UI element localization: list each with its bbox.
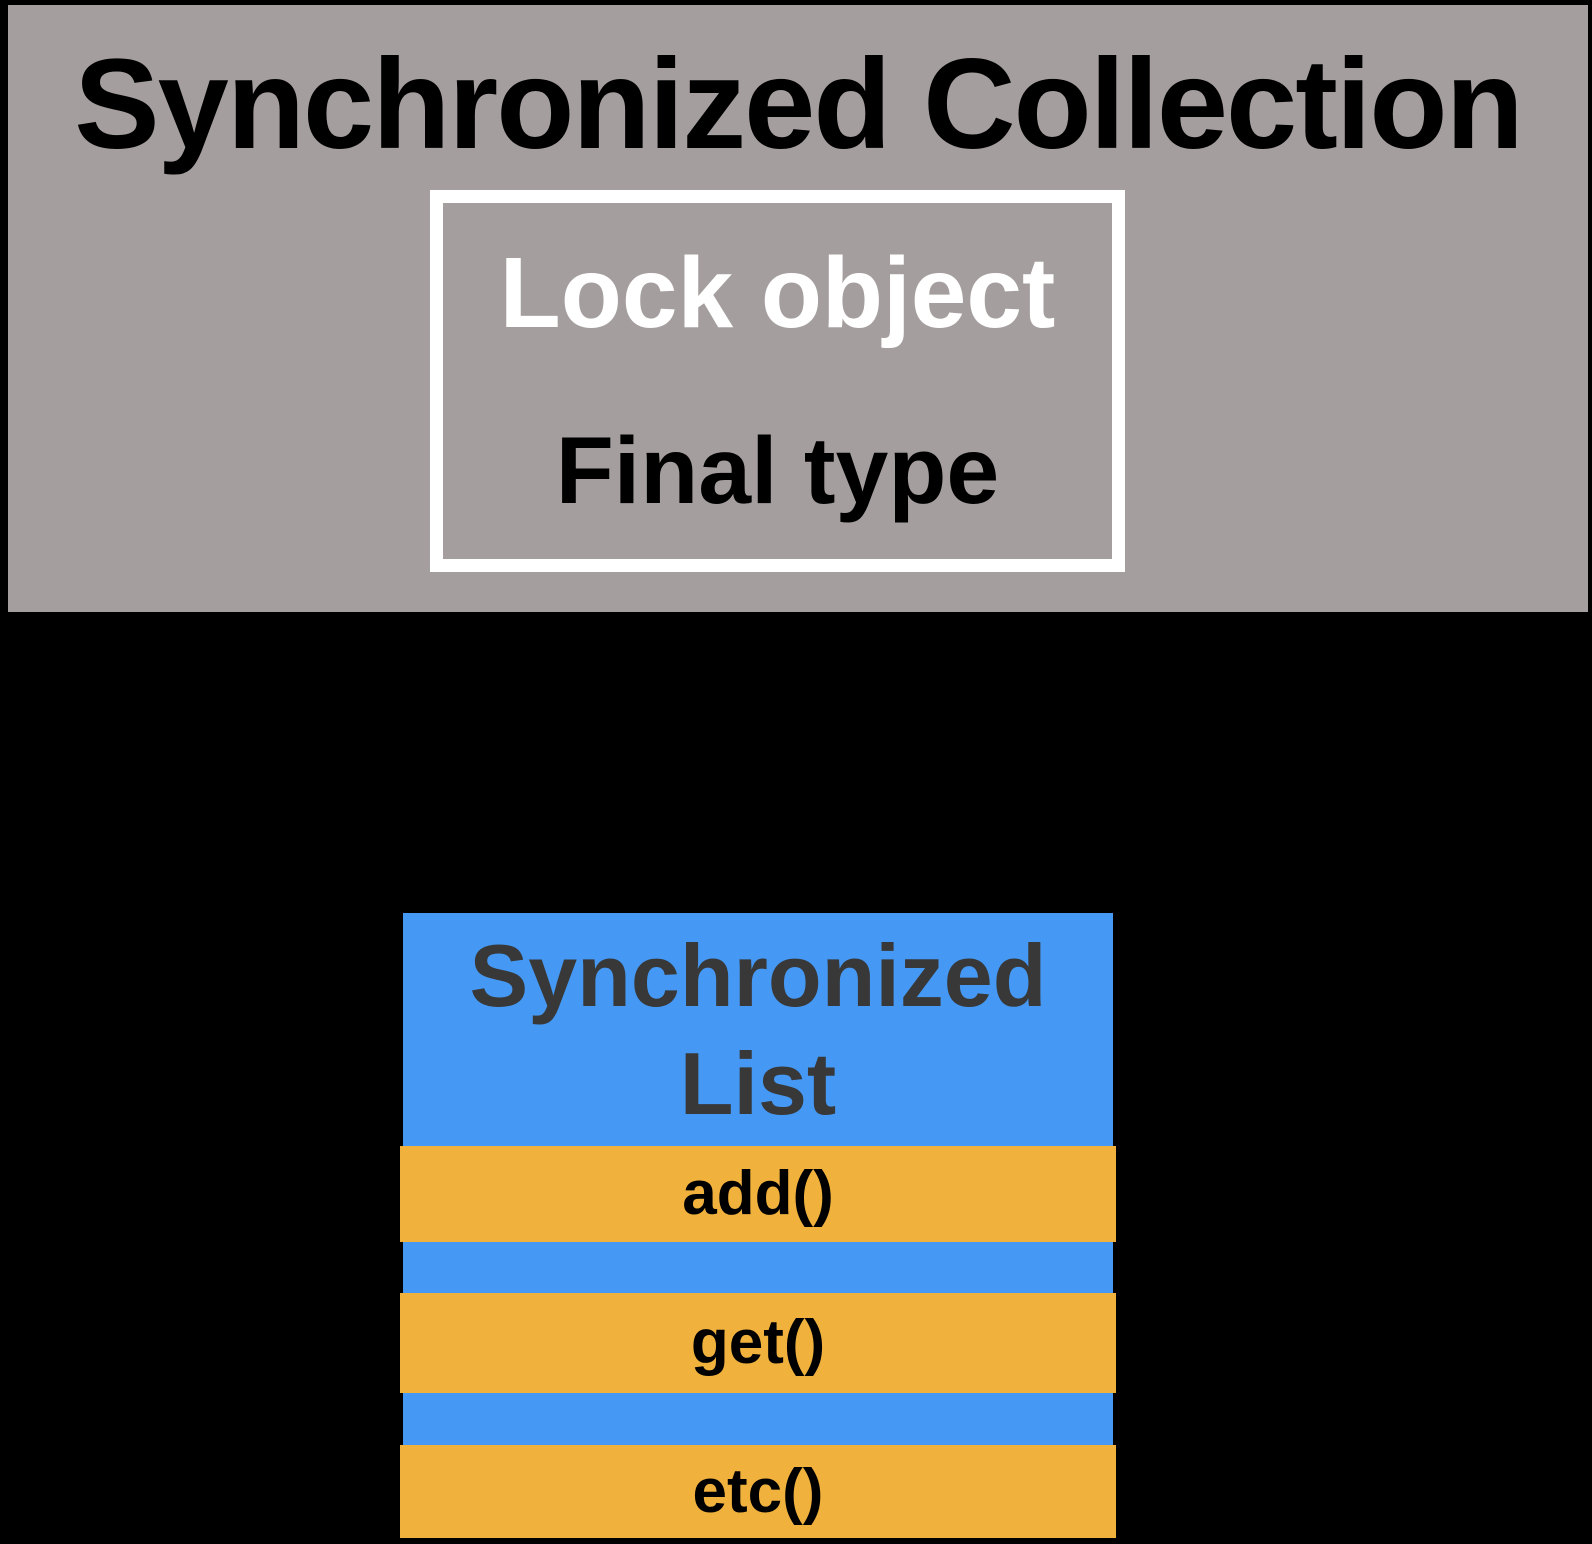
lock-object-label: Lock object <box>499 237 1056 350</box>
synchronized-collection-panel: Synchronized Collection Lock object Fina… <box>8 5 1588 612</box>
method-bar-etc: etc() <box>400 1445 1116 1538</box>
synchronized-list-title: Synchronized List <box>469 926 1047 1133</box>
lock-object-box: Lock object Final type <box>430 190 1125 572</box>
method-bar-get: get() <box>400 1293 1116 1393</box>
method-bar-add: add() <box>400 1146 1116 1242</box>
synchronized-collection-title: Synchronized Collection <box>74 33 1524 176</box>
synchronized-list-box: Synchronized List add() get() etc() <box>400 913 1116 1538</box>
final-type-label: Final type <box>555 417 1000 524</box>
